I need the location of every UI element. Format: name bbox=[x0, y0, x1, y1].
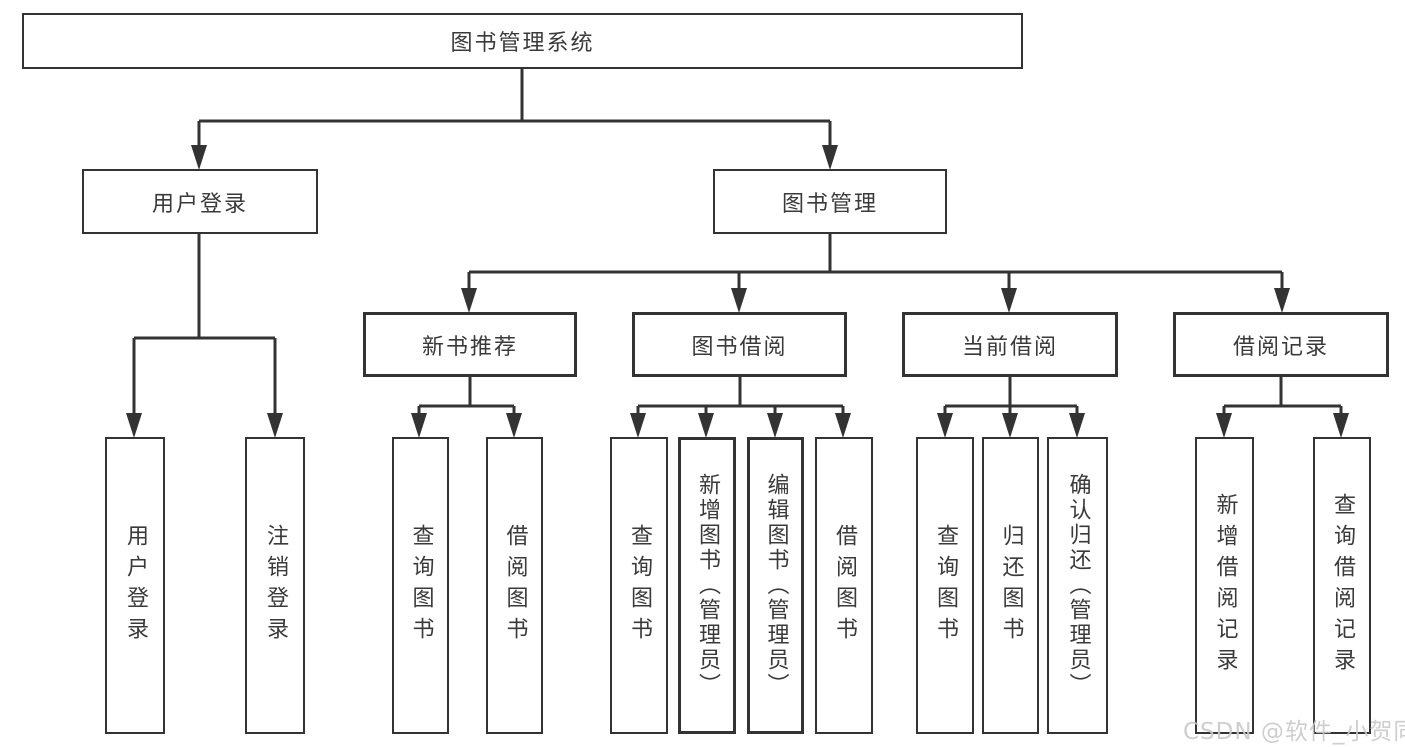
node-library-management-system: 图书管理系统 bbox=[22, 13, 1023, 69]
leaf-label: 用户登录 bbox=[123, 523, 148, 648]
leaf-return-books: 归还图书 bbox=[982, 437, 1039, 734]
node-label: 用户登录 bbox=[151, 191, 248, 217]
leaf-label: 确认归还（管理员） bbox=[1065, 473, 1091, 698]
leaf-label: 归还图书 bbox=[998, 523, 1024, 648]
leaf-label: 借阅图书 bbox=[502, 523, 528, 648]
leaf-add-book-admin: 新增图书（管理员） bbox=[678, 437, 736, 734]
leaf-query-books-recommend: 查询图书 bbox=[392, 437, 449, 734]
leaf-borrow-books-borrowing: 借阅图书 bbox=[815, 437, 873, 734]
node-new-book-recommendation: 新书推荐 bbox=[363, 312, 577, 377]
leaf-borrow-books-recommend: 借阅图书 bbox=[486, 437, 543, 734]
leaf-label: 查询图书 bbox=[408, 523, 434, 648]
node-book-management: 图书管理 bbox=[713, 169, 947, 234]
node-borrowing-records: 借阅记录 bbox=[1173, 312, 1389, 377]
leaf-add-borrow-record: 新增借阅记录 bbox=[1195, 437, 1254, 734]
leaf-label: 新增借阅记录 bbox=[1212, 492, 1238, 679]
leaf-query-books-borrowing: 查询图书 bbox=[610, 437, 668, 734]
leaf-label: 编辑图书（管理员） bbox=[763, 473, 789, 698]
leaf-user-login: 用户登录 bbox=[105, 437, 165, 734]
leaf-label: 注销登录 bbox=[263, 523, 288, 648]
leaf-logout: 注销登录 bbox=[245, 437, 305, 734]
leaf-query-books-current: 查询图书 bbox=[916, 437, 974, 734]
leaf-edit-book-admin: 编辑图书（管理员） bbox=[747, 437, 804, 734]
node-label: 图书管理 bbox=[781, 191, 878, 217]
node-current-borrowing: 当前借阅 bbox=[902, 312, 1118, 377]
leaf-label: 查询图书 bbox=[627, 523, 652, 648]
leaf-label: 查询图书 bbox=[933, 523, 958, 648]
node-user-login: 用户登录 bbox=[82, 169, 318, 234]
node-label: 图书借阅 bbox=[691, 334, 788, 360]
node-book-borrowing: 图书借阅 bbox=[632, 312, 847, 377]
node-label: 图书管理系统 bbox=[450, 31, 595, 56]
node-label: 新书推荐 bbox=[421, 334, 518, 360]
leaf-label: 新增图书（管理员） bbox=[695, 473, 720, 698]
node-label: 借阅记录 bbox=[1232, 334, 1329, 360]
node-label: 当前借阅 bbox=[961, 334, 1058, 360]
leaf-confirm-return-admin: 确认归还（管理员） bbox=[1047, 437, 1108, 734]
arrowheads bbox=[126, 145, 1349, 438]
csdn-watermark: CSDN @软件_小贺同学 bbox=[1183, 719, 1405, 745]
leaf-query-borrow-record: 查询借阅记录 bbox=[1313, 437, 1371, 734]
leaf-label: 借阅图书 bbox=[832, 523, 857, 648]
leaf-label: 查询借阅记录 bbox=[1330, 492, 1355, 679]
